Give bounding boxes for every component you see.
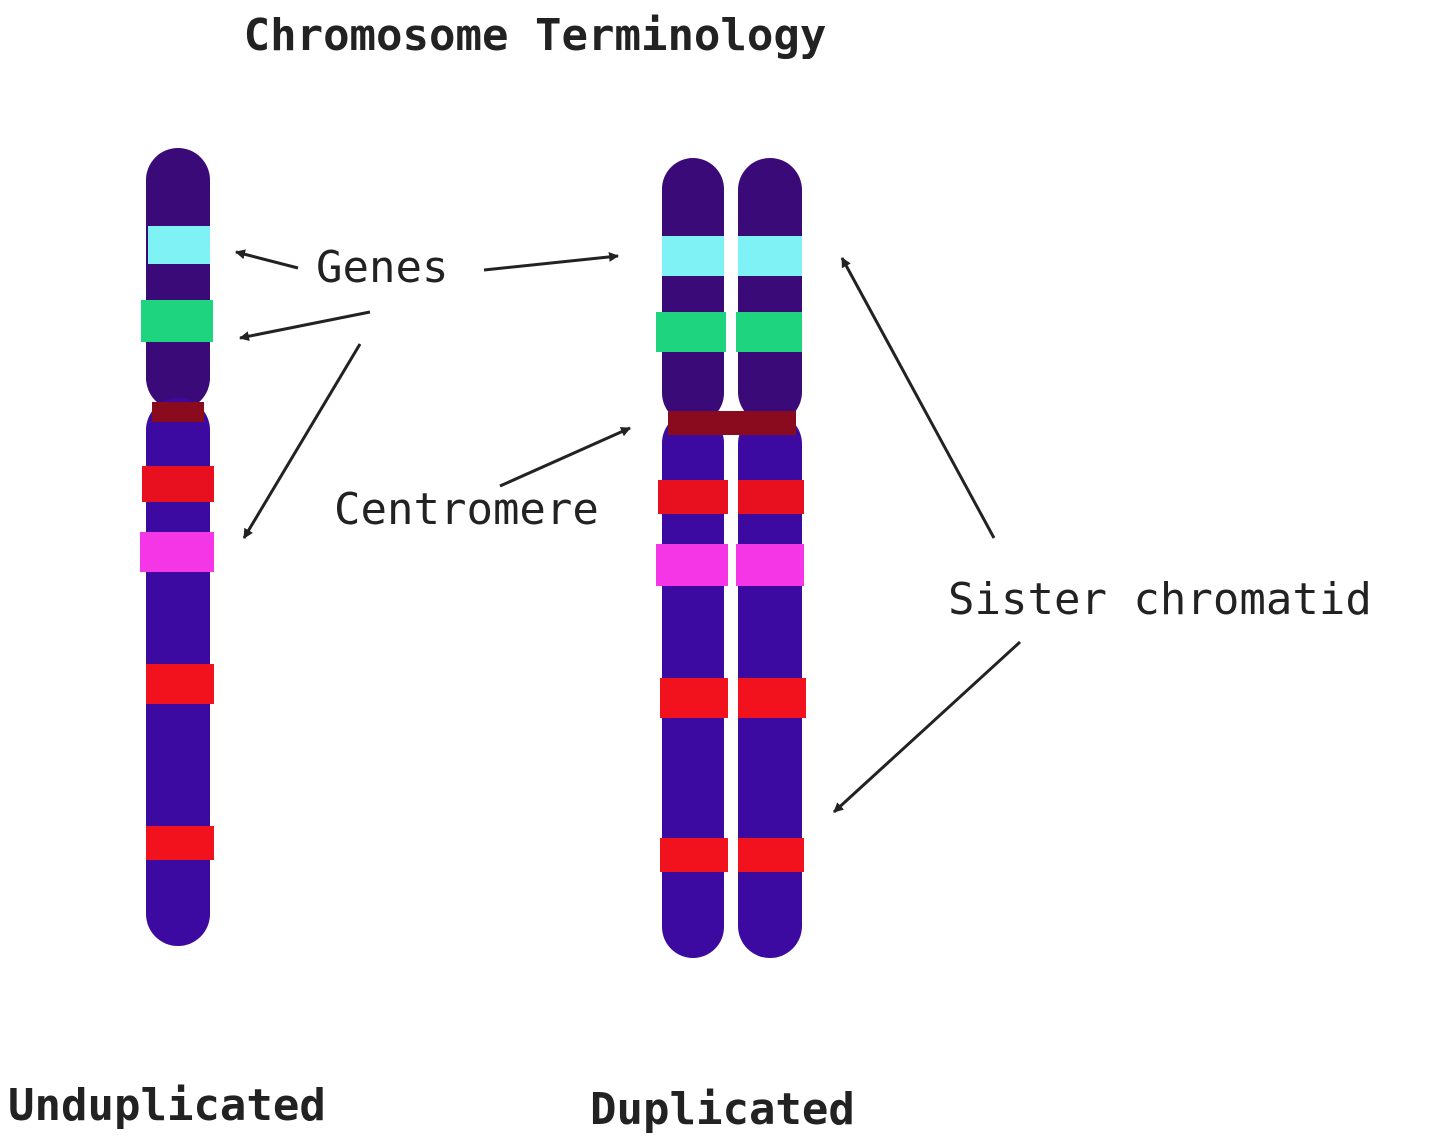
band-red [142, 466, 214, 502]
chromatid-upper-arm [738, 158, 802, 424]
band-red [660, 678, 728, 718]
genes-arrow-magenta [242, 343, 362, 539]
band-red [738, 480, 804, 514]
gene-band-cyan [148, 226, 210, 264]
gene-band-magenta [140, 532, 214, 572]
duplicated-chromosome [656, 158, 806, 958]
centromere-label: Centromere [334, 484, 599, 535]
sister-chromatid-left [656, 158, 728, 958]
diagram-title: Chromosome Terminology [244, 10, 827, 61]
band-red [146, 664, 214, 704]
gene-band-cyan [662, 236, 724, 276]
gene-band-magenta [736, 544, 804, 586]
sister-chromatid-arrow-lower [832, 640, 1022, 814]
sister-chromatid-label: Sister chromatid [948, 574, 1372, 625]
band-red [738, 678, 806, 718]
gene-band-green [736, 312, 802, 352]
gene-band-green [656, 312, 726, 352]
annotation-arrows [235, 249, 1022, 814]
unduplicated-caption: Unduplicated [8, 1080, 326, 1131]
centromere-arrow [499, 426, 631, 488]
sister-chromatid-arrow-upper [840, 257, 996, 539]
gene-band-cyan [738, 236, 802, 276]
chromatid-upper-arm [662, 158, 724, 424]
genes-arrow-duplicated [483, 251, 619, 272]
chromatid-upper-arm [146, 148, 210, 410]
centromere-band [152, 402, 204, 422]
band-red [146, 826, 214, 860]
band-red [660, 838, 728, 872]
genes-label: Genes [316, 242, 448, 293]
gene-band-green [141, 300, 213, 342]
genes-arrow-cyan [235, 249, 299, 270]
unduplicated-chromosome [140, 148, 214, 946]
band-red [738, 838, 804, 872]
duplicated-caption: Duplicated [590, 1084, 855, 1135]
centromere-band [668, 411, 796, 435]
gene-band-magenta [656, 544, 728, 586]
sister-chromatid-right [736, 158, 806, 958]
band-red [658, 480, 728, 514]
genes-arrow-green [239, 310, 371, 342]
